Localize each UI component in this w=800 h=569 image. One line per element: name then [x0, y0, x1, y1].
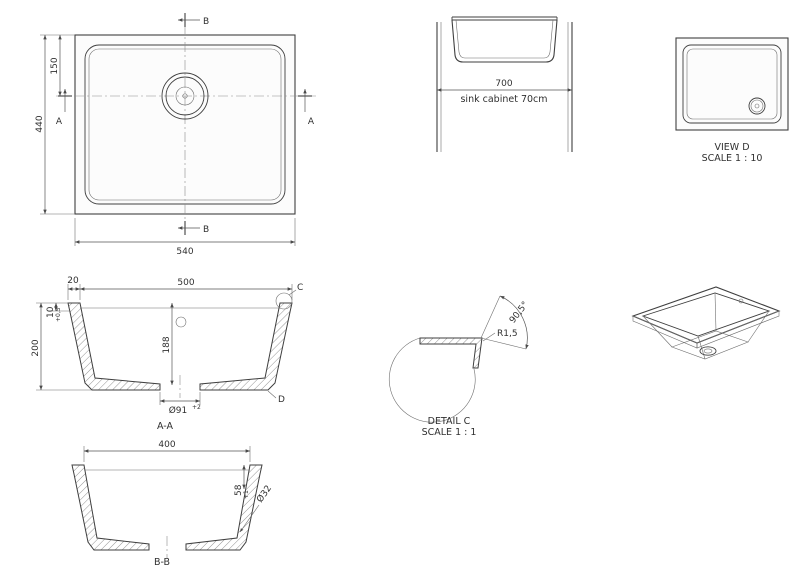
dim-text: 10 — [46, 306, 56, 318]
dim-text: 58 — [234, 484, 244, 496]
section-aa-label: A-A — [157, 421, 174, 432]
dim-text: 440 — [35, 115, 45, 132]
cabinet-caption: sink cabinet 70cm — [460, 94, 547, 105]
view-d-rim — [682, 44, 782, 124]
dimension-20-500: 20 500 — [67, 276, 293, 300]
iso-bowl-corner-line — [642, 315, 673, 348]
dim-tolerance: +2 — [192, 404, 201, 411]
detail-c-view: 90,5° R1,5 DETAIL C SCALE 1 : 1 — [388, 295, 531, 438]
dim-text: 500 — [177, 278, 194, 288]
dimension-188: 188 — [162, 303, 174, 385]
dimension-150: 150 — [50, 35, 62, 96]
radius-dimension: R1,5 — [482, 329, 518, 342]
section-label: A — [56, 117, 63, 127]
section-marker-a-left: A — [56, 89, 72, 127]
angle-dimension: 90,5° — [480, 295, 531, 350]
iso-overflow-hole — [738, 298, 744, 304]
dim-text: 188 — [162, 336, 172, 353]
dim-tolerance: +1 — [243, 490, 250, 499]
section-aa-material-left — [67, 302, 161, 391]
dimension-drain-91: Ø91 +2 — [159, 392, 201, 416]
sink-front-profile — [451, 16, 558, 63]
dim-text: 400 — [158, 440, 175, 450]
dim-text: 540 — [176, 247, 193, 257]
isometric-view — [631, 286, 781, 360]
dimension-540: 540 — [74, 218, 296, 257]
dimension-200: 200 — [31, 303, 92, 391]
section-label: A — [308, 117, 315, 127]
dimension-440: 440 — [35, 34, 75, 215]
section-bb-material-right — [185, 464, 263, 551]
dimension-700: 700 sink cabinet 70cm — [437, 79, 572, 105]
section-b-b: 400 58 +1 Ø32 B-B — [71, 440, 274, 568]
iso-bowl-corner-line — [697, 335, 706, 360]
section-aa-material-right — [199, 302, 293, 391]
detail-c-title: DETAIL C — [428, 416, 471, 427]
dim-text: Ø91 — [169, 405, 188, 416]
drain-plan — [161, 72, 209, 120]
dim-text: 700 — [495, 79, 512, 89]
plan-view: B B A A 440 150 — [35, 13, 316, 257]
break-boundary-arc — [388, 337, 476, 423]
view-d-title: VIEW D — [714, 142, 749, 153]
view-d-drain — [748, 97, 766, 115]
drain-fitting-behind — [175, 316, 187, 328]
section-label: B — [203, 225, 209, 235]
iso-rim-edge-right — [696, 310, 780, 349]
view-d-inner-edge — [686, 48, 778, 120]
dim-tolerance: +0,5 — [55, 307, 62, 322]
dim-text: 20 — [67, 276, 79, 286]
dim-text: 150 — [50, 57, 60, 74]
section-bb-material-left — [71, 464, 150, 551]
dimension-58: 58 +1 — [234, 465, 250, 499]
section-marker-a-right: A — [298, 89, 315, 127]
front-cabinet-view: 700 sink cabinet 70cm — [436, 16, 573, 152]
radius-text: R1,5 — [497, 329, 518, 339]
detail-marker-d: D — [267, 390, 285, 405]
section-marker-b-top: B — [178, 13, 209, 27]
detail-label: D — [278, 395, 285, 405]
section-label: B — [203, 17, 209, 27]
section-bb-label: B-B — [154, 557, 170, 568]
iso-bowl-corner-line — [714, 292, 717, 332]
detail-label: C — [297, 283, 303, 293]
section-a-a: 20 500 10 +0,5 200 188 Ø91 +2 — [31, 276, 303, 432]
iso-drain — [699, 346, 717, 356]
view-d: VIEW D SCALE 1 : 10 — [675, 37, 789, 164]
view-d-scale: SCALE 1 : 10 — [702, 153, 763, 164]
detail-c-material — [419, 337, 483, 369]
detail-c-scale: SCALE 1 : 1 — [422, 427, 477, 438]
iso-bowl-corner-line — [747, 310, 770, 343]
section-marker-b-bottom: B — [178, 221, 209, 235]
dimension-400: 400 — [83, 440, 251, 462]
dim-text: 200 — [31, 339, 41, 356]
angle-text: 90,5° — [508, 300, 531, 325]
detail-marker-c: C — [275, 283, 303, 310]
view-d-outline — [675, 37, 789, 131]
